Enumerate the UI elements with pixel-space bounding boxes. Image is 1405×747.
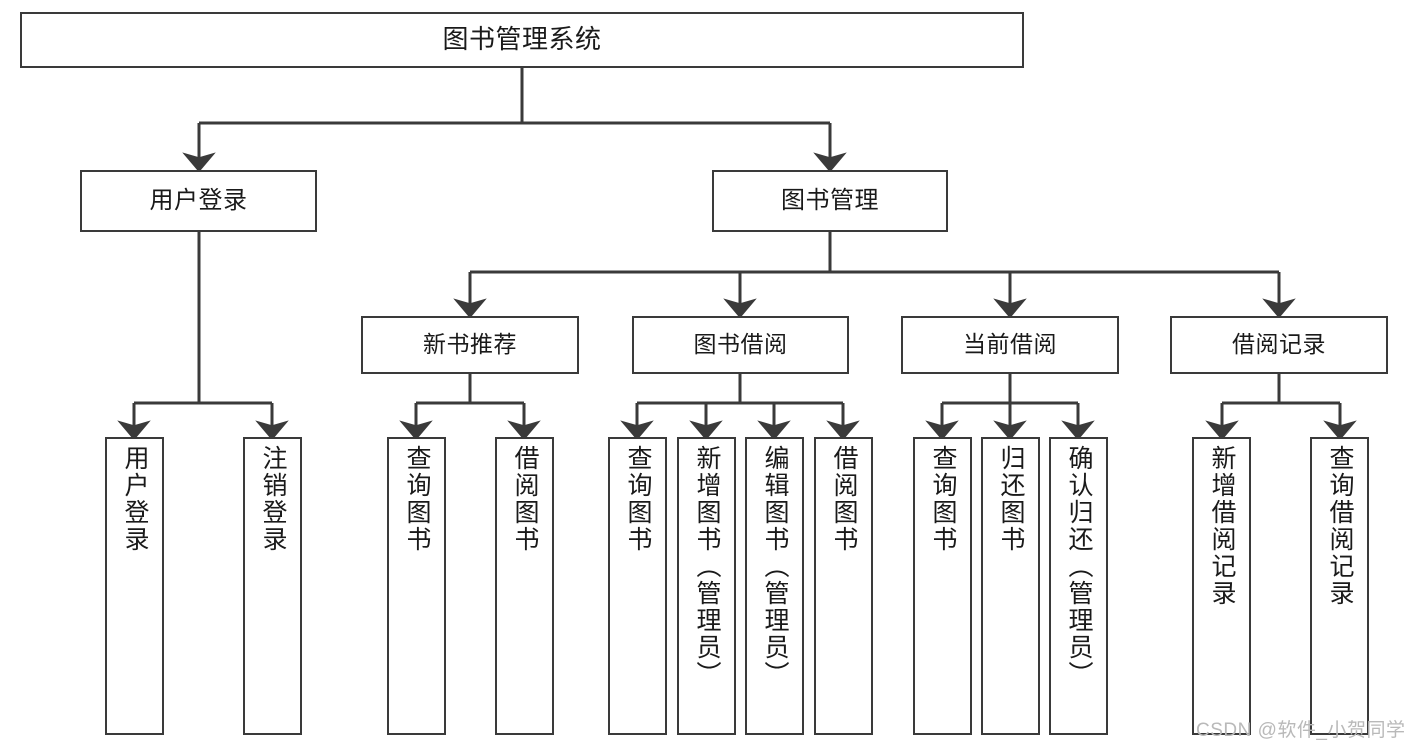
node-user-login[interactable]: 用户登录 (80, 170, 317, 232)
leaf-query-borrow-record[interactable]: 查询借阅记录 (1310, 437, 1369, 735)
node-label: 注销登录 (259, 445, 287, 553)
leaf-query-book-recommend[interactable]: 查询图书 (387, 437, 446, 735)
node-label: 借阅记录 (1232, 331, 1326, 358)
leaf-user-login[interactable]: 用户登录 (105, 437, 164, 735)
node-label: 当前借阅 (963, 331, 1057, 358)
node-label: 编辑图书（管理员） (761, 445, 789, 688)
leaf-query-book-current[interactable]: 查询图书 (913, 437, 972, 735)
node-label: 借阅图书 (511, 445, 539, 553)
node-root-system[interactable]: 图书管理系统 (20, 12, 1024, 68)
leaf-borrow-book[interactable]: 借阅图书 (814, 437, 873, 735)
node-book-borrow[interactable]: 图书借阅 (632, 316, 849, 374)
leaf-borrow-book-recommend[interactable]: 借阅图书 (495, 437, 554, 735)
node-current-borrow[interactable]: 当前借阅 (901, 316, 1119, 374)
node-label: 图书管理系统 (442, 24, 602, 55)
node-label: 查询图书 (929, 445, 957, 553)
node-label: 新增图书（管理员） (693, 445, 721, 688)
node-label: 查询借阅记录 (1326, 445, 1354, 607)
node-label: 图书借阅 (693, 331, 788, 358)
leaf-add-book-admin[interactable]: 新增图书（管理员） (677, 437, 736, 735)
node-label: 查询图书 (403, 445, 431, 553)
leaf-return-book[interactable]: 归还图书 (981, 437, 1040, 735)
node-label: 用户登录 (121, 445, 149, 553)
node-label: 新书推荐 (423, 331, 517, 358)
leaf-query-book-borrow[interactable]: 查询图书 (608, 437, 667, 735)
node-label: 图书管理 (781, 186, 879, 214)
leaf-confirm-return-admin[interactable]: 确认归还（管理员） (1049, 437, 1108, 735)
node-label: 查询图书 (624, 445, 652, 553)
csdn-watermark: CSDN @软件_小贺同学 (1196, 720, 1405, 741)
node-label: 新增借阅记录 (1208, 445, 1236, 607)
leaf-add-borrow-record[interactable]: 新增借阅记录 (1192, 437, 1251, 735)
node-label: 确认归还（管理员） (1065, 445, 1093, 688)
node-new-book-recommend[interactable]: 新书推荐 (361, 316, 579, 374)
node-label: 借阅图书 (830, 445, 858, 553)
leaf-edit-book-admin[interactable]: 编辑图书（管理员） (745, 437, 804, 735)
leaf-logout[interactable]: 注销登录 (243, 437, 302, 735)
node-book-management[interactable]: 图书管理 (712, 170, 948, 232)
node-borrow-record[interactable]: 借阅记录 (1170, 316, 1388, 374)
node-label: 用户登录 (149, 186, 248, 214)
node-label: 归还图书 (997, 445, 1025, 553)
